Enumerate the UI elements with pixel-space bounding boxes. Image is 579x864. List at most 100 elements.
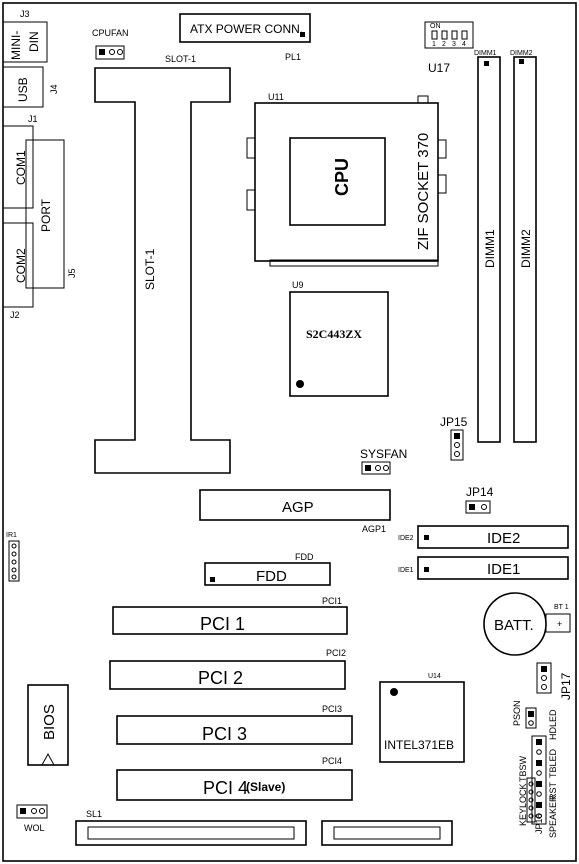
label-intel371eb: INTEL371EB	[384, 738, 454, 752]
label-speaker: SPEAKER	[548, 795, 558, 838]
front-panel-pin-4	[536, 770, 542, 776]
label-s2c443zx: S2C443ZX	[306, 327, 362, 341]
label-jp17: JP17	[559, 672, 573, 700]
socket-notch-left-1	[246, 137, 256, 159]
label-pci2-small: PCI2	[326, 648, 346, 658]
socket-notch-left-2	[246, 189, 256, 211]
sl1-slot-left	[75, 820, 307, 846]
jp17-pin-1	[541, 666, 547, 672]
front-panel-header	[531, 735, 547, 825]
label-jp15: JP15	[440, 415, 468, 429]
label-pci4-slave: (Slave)	[246, 780, 285, 794]
label-dip-num-2: 2	[442, 41, 446, 48]
sysfan-pin-1	[365, 465, 371, 471]
label-wol: WOL	[24, 823, 45, 833]
label-dimm2-top: DIMM2	[510, 50, 533, 57]
label-pci3: PCI 3	[202, 724, 247, 744]
keylock-header	[526, 777, 536, 823]
label-j4: J4	[49, 84, 59, 94]
label-fdd: FDD	[256, 568, 287, 585]
label-batt: BATT.	[494, 617, 534, 634]
sysfan-pin-3	[383, 465, 389, 471]
north-bridge-chip	[289, 291, 389, 397]
label-com1: COM1	[14, 150, 28, 185]
label-fdd-small: FDD	[295, 552, 314, 562]
ir1-header	[8, 540, 20, 582]
label-ide2-small: IDE2	[398, 535, 414, 542]
front-panel-pin-6	[536, 791, 542, 797]
cpufan-pin-1	[99, 49, 105, 55]
sysfan-pin-2	[375, 465, 381, 471]
label-mini-din-1: MINI-	[9, 31, 23, 60]
pci1-slot	[112, 606, 348, 635]
label-slot1-top: SLOT-1	[165, 54, 196, 64]
ir1-pin-2	[11, 551, 17, 557]
port-connector-body	[25, 139, 65, 289]
front-panel-pin-5	[536, 781, 542, 787]
jp15-jumper	[450, 429, 464, 461]
dip-switch-1	[431, 30, 438, 40]
dimm1-slot	[477, 56, 501, 443]
cpu-chip	[289, 137, 386, 226]
label-j2: J2	[10, 310, 20, 320]
label-jp14: JP14	[466, 485, 494, 499]
label-pci3-small: PCI3	[322, 704, 342, 714]
keylock-pin-5	[528, 813, 534, 819]
sl1-slot-right-inner	[333, 826, 441, 840]
sl1-slot-left-inner	[87, 826, 295, 840]
usb-connector	[2, 66, 44, 108]
label-ide2: IDE2	[487, 530, 520, 547]
ide2-connector	[417, 525, 569, 549]
front-panel-pin-3	[536, 760, 542, 766]
label-j5: J5	[67, 268, 77, 278]
label-pci2: PCI 2	[198, 668, 243, 688]
dimm1-pin-1	[484, 61, 489, 66]
label-dip-on: ON	[430, 23, 441, 30]
bios-chip	[27, 684, 69, 766]
label-u11: U11	[268, 92, 284, 102]
battery-plus-sign: +	[557, 619, 562, 629]
fdd-pin-1	[210, 577, 215, 582]
label-com2: COM2	[14, 248, 28, 283]
wol-pin-2	[31, 808, 37, 814]
keylock-pin-3	[528, 797, 534, 803]
ide1-connector	[417, 556, 569, 580]
label-agp: AGP	[282, 499, 314, 516]
label-j1: J1	[28, 114, 38, 124]
sysfan-header	[361, 461, 391, 475]
label-agp1: AGP1	[362, 524, 386, 534]
jp15-pin-2	[454, 442, 460, 448]
pson-header	[525, 707, 537, 729]
bios-notch	[41, 752, 55, 766]
label-pci4: PCI 4	[203, 778, 248, 798]
socket-lever	[269, 259, 439, 267]
label-dimm1: DIMM1	[483, 229, 497, 268]
label-ide1-small: IDE1	[398, 567, 414, 574]
dip-switch-4	[461, 30, 468, 40]
ir1-pin-1	[11, 543, 17, 549]
ir1-pin-5	[11, 574, 17, 580]
ir1-pin-3	[11, 559, 17, 565]
mini-din-connector	[2, 21, 48, 63]
fdd-connector	[204, 562, 331, 586]
front-panel-pin-7	[536, 802, 542, 808]
wol-header	[16, 804, 48, 819]
ide2-pin-1	[424, 535, 429, 540]
slot1-connector	[94, 67, 231, 474]
label-u14: U14	[428, 673, 441, 680]
label-tbsw: TBSW	[518, 755, 528, 782]
jp15-pin-1	[454, 433, 460, 439]
label-pci1-small: PCI1	[322, 596, 342, 606]
label-cpu: CPU	[332, 158, 352, 196]
label-tbled: TBLED	[548, 748, 558, 778]
label-u9: U9	[292, 280, 304, 290]
front-panel-pin-1	[536, 739, 542, 745]
label-dip-num-3: 3	[452, 41, 456, 48]
label-pci4-small: PCI4	[322, 756, 342, 766]
label-j3: J3	[20, 9, 30, 19]
jp17-pin-3	[541, 684, 547, 690]
socket-notch-top	[417, 95, 429, 104]
label-dip-num-4: 4	[462, 41, 466, 48]
